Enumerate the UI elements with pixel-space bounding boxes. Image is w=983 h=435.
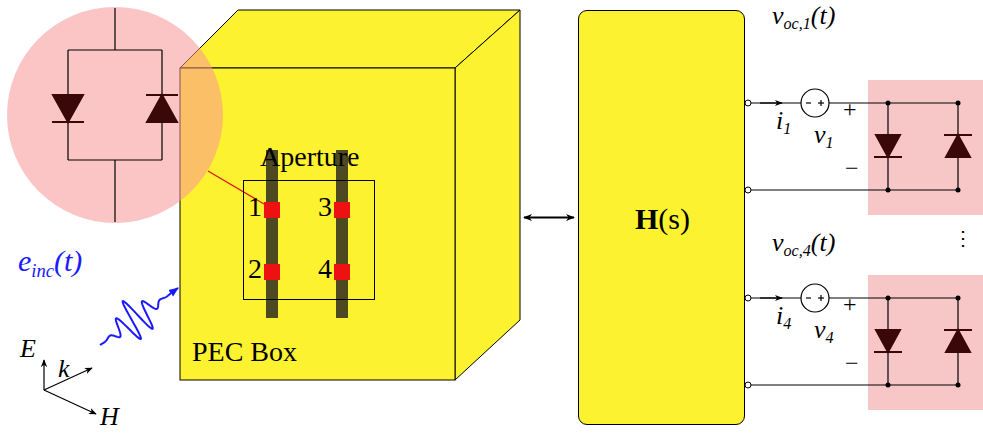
aperture: Aperture xyxy=(243,180,375,300)
field-label: einc(t) xyxy=(18,246,82,276)
signal-label: v4 xyxy=(814,317,834,343)
diode-ground xyxy=(868,275,983,410)
field-label: k xyxy=(58,356,70,382)
port-circuit xyxy=(745,275,983,410)
signal-label: + xyxy=(843,292,857,316)
port-number: 4 xyxy=(318,255,332,283)
wire-strip xyxy=(266,150,278,318)
port-number: 1 xyxy=(248,193,262,221)
field-label: E xyxy=(20,336,36,362)
port-number: 3 xyxy=(318,193,332,221)
signal-label: i1 xyxy=(776,108,791,134)
signal-label: ⋮ xyxy=(953,228,973,248)
port-number: 2 xyxy=(248,255,262,283)
diode-ground xyxy=(868,80,983,215)
transfer-box: H(s) xyxy=(578,10,745,425)
node-label: H(s) xyxy=(635,204,690,234)
signal-label: − xyxy=(845,351,859,375)
port-square xyxy=(334,264,350,280)
port-square xyxy=(264,202,280,218)
signal-label: v1 xyxy=(814,122,834,148)
field-axes xyxy=(44,360,96,414)
signal-label: voc,4(t) xyxy=(772,230,835,256)
wire-strip xyxy=(336,150,348,318)
signal-label: − xyxy=(845,156,859,180)
node-label: PEC Box xyxy=(192,338,297,366)
port-square xyxy=(264,264,280,280)
port-square xyxy=(334,202,350,218)
signal-label: i4 xyxy=(776,303,791,329)
incident-pulse xyxy=(100,288,178,345)
field-label: H xyxy=(100,404,119,430)
port-circuit xyxy=(745,80,983,215)
node-label: Aperture xyxy=(260,143,360,171)
pec-box-outline xyxy=(180,10,520,382)
signal-label: voc,1(t) xyxy=(772,3,835,29)
pec-box: AperturePEC Box xyxy=(180,10,520,382)
diode-callout xyxy=(7,7,264,223)
double-arrow xyxy=(524,216,574,218)
signal-label: + xyxy=(843,97,857,121)
